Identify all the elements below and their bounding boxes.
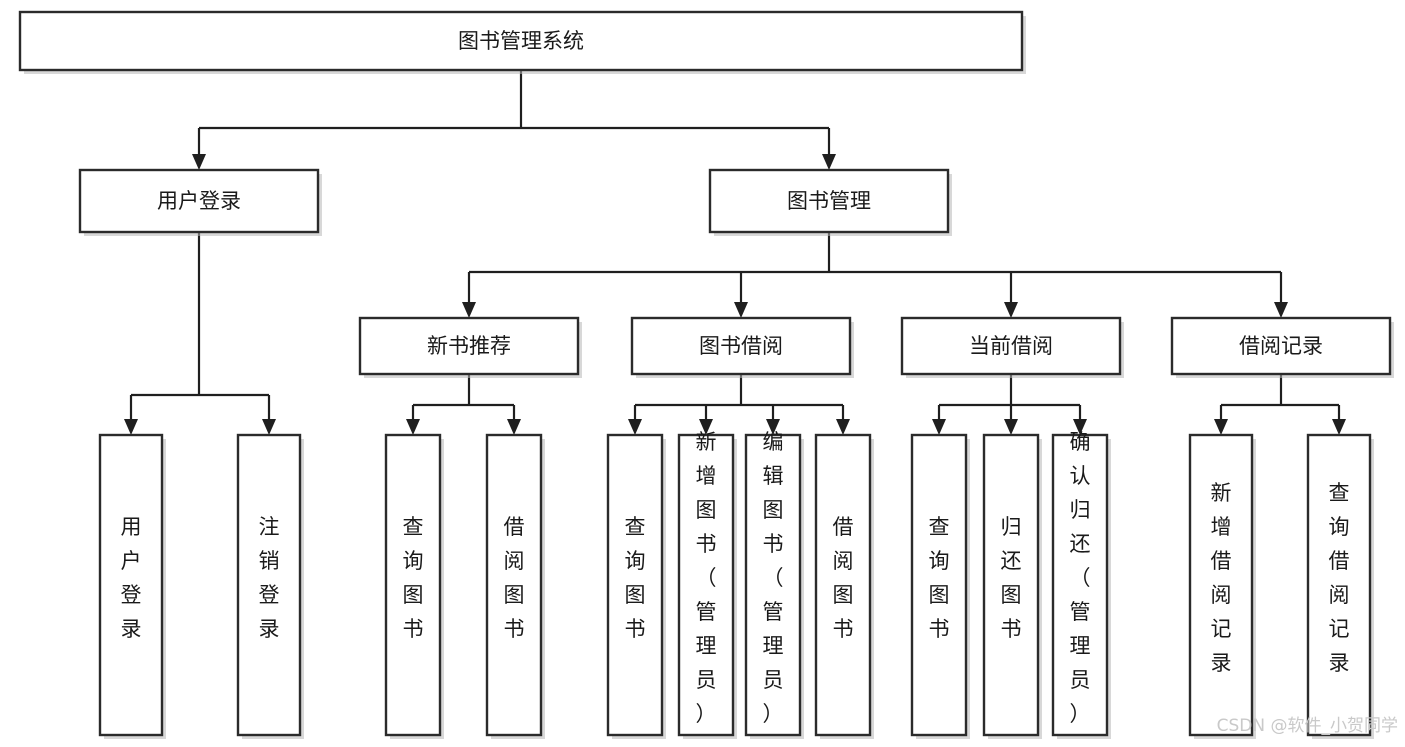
node-book-manage[interactable]: 图书管理: [708, 168, 952, 236]
node-leaf-query-book-1[interactable]: 查询图书: [384, 433, 444, 739]
node-leaf-borrow-book-1[interactable]: 借阅图书: [485, 433, 545, 739]
node-label: 查询图书: [929, 515, 950, 641]
node-leaf-edit-book[interactable]: 编辑图书（管理员）: [744, 430, 804, 739]
node-current-borrow[interactable]: 当前借阅: [900, 316, 1124, 378]
arrow-head-icon: [1332, 419, 1346, 435]
node-label: 用户登录: [157, 189, 241, 213]
arrow-head-icon: [822, 154, 836, 170]
node-label: 查询图书: [403, 515, 424, 641]
csdn-watermark: CSDN @软件_小贺同学: [1217, 716, 1398, 736]
node-leaf-borrow-book-2[interactable]: 借阅图书: [814, 433, 874, 739]
node-borrow-record[interactable]: 借阅记录: [1170, 316, 1394, 378]
arrow-head-icon: [1073, 419, 1087, 435]
arrow-head-icon: [192, 154, 206, 170]
node-label: 借阅图书: [833, 515, 854, 641]
node-label: 当前借阅: [969, 334, 1053, 358]
node-leaf-confirm-return[interactable]: 确认归还（管理员）: [1051, 430, 1111, 739]
arrow-head-icon: [628, 419, 642, 435]
node-leaf-add-book[interactable]: 新增图书（管理员）: [677, 430, 737, 739]
arrow-head-icon: [507, 419, 521, 435]
node-label: 注销登录: [259, 515, 280, 641]
nodes-layer: 图书管理系统用户登录图书管理新书推荐图书借阅当前借阅借阅记录用户登录注销登录查询…: [18, 10, 1394, 739]
node-label: 确认归还（管理员）: [1070, 430, 1091, 726]
node-leaf-query-record[interactable]: 查询借阅记录: [1306, 433, 1374, 739]
arrow-head-icon: [124, 419, 138, 435]
edges-layer: [124, 70, 1346, 435]
node-label: 新增图书（管理员）: [696, 430, 717, 726]
node-new-book-rec[interactable]: 新书推荐: [358, 316, 582, 378]
node-label: 查询图书: [625, 515, 646, 641]
arrow-head-icon: [836, 419, 850, 435]
node-label: 编辑图书（管理员）: [763, 430, 784, 726]
arrow-head-icon: [406, 419, 420, 435]
node-label: 用户登录: [121, 515, 142, 641]
node-label: 图书管理: [787, 189, 871, 213]
node-leaf-user-login[interactable]: 用户登录: [98, 433, 166, 739]
arrow-head-icon: [262, 419, 276, 435]
node-label: 图书管理系统: [458, 29, 584, 53]
node-leaf-query-book-3[interactable]: 查询图书: [910, 433, 970, 739]
node-leaf-return-book[interactable]: 归还图书: [982, 433, 1042, 739]
node-label: 借阅图书: [504, 515, 525, 641]
arrow-head-icon: [766, 419, 780, 435]
node-leaf-add-record[interactable]: 新增借阅记录: [1188, 433, 1256, 739]
arrow-head-icon: [462, 302, 476, 318]
arrow-head-icon: [1214, 419, 1228, 435]
arrow-head-icon: [932, 419, 946, 435]
arrow-head-icon: [1004, 419, 1018, 435]
node-label: 归还图书: [1001, 515, 1022, 641]
arrow-head-icon: [1274, 302, 1288, 318]
node-label: 图书借阅: [699, 334, 783, 358]
arrow-head-icon: [699, 419, 713, 435]
node-label: 新增借阅记录: [1211, 481, 1232, 675]
arrow-head-icon: [1004, 302, 1018, 318]
node-label: 借阅记录: [1239, 334, 1323, 358]
node-label: 查询借阅记录: [1329, 481, 1350, 675]
node-leaf-query-book-2[interactable]: 查询图书: [606, 433, 666, 739]
node-user-login[interactable]: 用户登录: [78, 168, 322, 236]
arrow-head-icon: [734, 302, 748, 318]
node-leaf-logout[interactable]: 注销登录: [236, 433, 304, 739]
node-label: 新书推荐: [427, 334, 511, 358]
node-book-borrow[interactable]: 图书借阅: [630, 316, 854, 378]
node-root-book-management-system[interactable]: 图书管理系统: [18, 10, 1026, 74]
